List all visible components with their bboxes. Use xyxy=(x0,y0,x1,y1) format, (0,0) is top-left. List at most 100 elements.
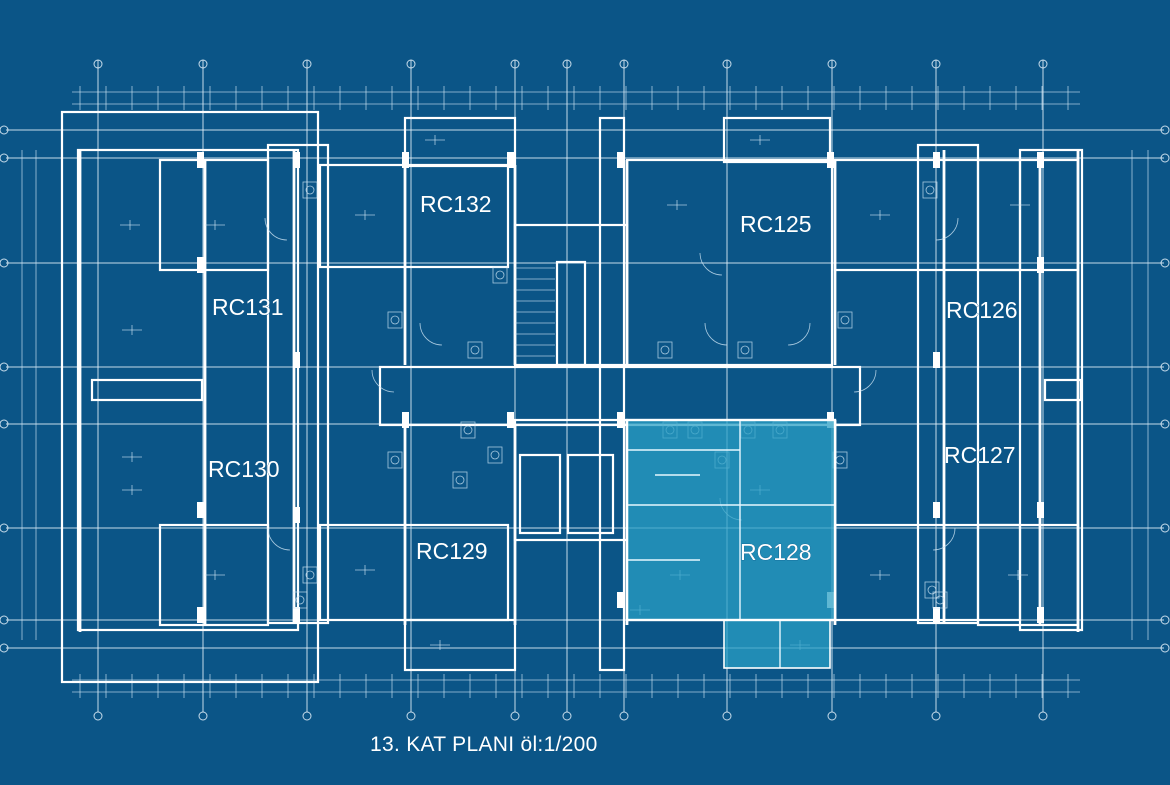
column xyxy=(933,152,940,168)
axis-bubble xyxy=(1038,711,1048,721)
fixture xyxy=(657,341,673,359)
axis-bubble xyxy=(562,59,572,69)
fixture xyxy=(305,570,315,580)
highlighted-unit-rc128-area[interactable] xyxy=(627,420,835,620)
column xyxy=(402,152,409,168)
unit-label-rc127[interactable]: RC127 xyxy=(944,442,1016,469)
column xyxy=(617,152,624,168)
fixture xyxy=(463,425,473,435)
column xyxy=(1037,502,1044,518)
axis-bubble xyxy=(0,523,9,533)
unit-label-rc130[interactable]: RC130 xyxy=(208,456,280,483)
axis-bubble xyxy=(0,258,9,268)
fixture xyxy=(387,451,403,469)
axis-bubble xyxy=(198,59,208,69)
wall xyxy=(598,116,626,672)
axis-bubble xyxy=(406,59,416,69)
wall xyxy=(513,223,629,367)
fixture xyxy=(302,181,318,199)
fixture xyxy=(302,566,318,584)
fixture xyxy=(292,591,308,609)
unit-label-rc132[interactable]: RC132 xyxy=(420,191,492,218)
axis-bubble xyxy=(198,711,208,721)
unit-label-rc129[interactable]: RC129 xyxy=(416,538,488,565)
fixture xyxy=(492,266,508,284)
wall xyxy=(403,618,517,672)
column xyxy=(1037,257,1044,273)
column xyxy=(293,352,300,368)
column xyxy=(933,502,940,518)
fixture xyxy=(452,471,468,489)
column xyxy=(402,412,409,428)
fixture xyxy=(295,595,305,605)
wall xyxy=(403,116,517,168)
fixture xyxy=(467,341,483,359)
wall xyxy=(722,116,832,164)
column xyxy=(197,502,204,518)
axis-bubble xyxy=(93,59,103,69)
door-swing xyxy=(932,527,956,551)
unit-label-rc128[interactable]: RC128 xyxy=(740,539,812,566)
door-swing xyxy=(699,252,723,276)
axis-bubble xyxy=(0,362,9,372)
column xyxy=(197,257,204,273)
axis-bubble xyxy=(0,125,9,135)
fixture xyxy=(932,591,948,609)
fixture xyxy=(455,475,465,485)
axis-bubble xyxy=(0,153,9,163)
axis-bubble xyxy=(406,711,416,721)
column xyxy=(933,607,940,623)
wall xyxy=(833,158,1022,272)
wall xyxy=(60,110,320,684)
fixture xyxy=(490,450,500,460)
wall xyxy=(916,143,980,625)
wall xyxy=(318,523,510,622)
door-swing xyxy=(371,369,395,393)
column xyxy=(507,152,514,168)
unit-label-rc125[interactable]: RC125 xyxy=(740,211,812,238)
column xyxy=(507,412,514,428)
axis-bubble xyxy=(562,711,572,721)
plan-title: 13. KAT PLANI öl:1/200 xyxy=(370,733,598,756)
axis-bubble xyxy=(619,59,629,69)
axis-bubble xyxy=(619,711,629,721)
wall xyxy=(976,158,1080,272)
axis-bubble xyxy=(1160,153,1170,163)
column xyxy=(197,607,204,623)
walls xyxy=(60,110,1084,684)
door-swing xyxy=(264,217,288,241)
axis-bubble xyxy=(1160,258,1170,268)
axis-bubble xyxy=(1160,125,1170,135)
fixture xyxy=(925,185,935,195)
axis-bubble xyxy=(931,711,941,721)
axis-bubble xyxy=(510,59,520,69)
highlighted-unit-rc128-balcony[interactable] xyxy=(724,620,830,668)
fixture xyxy=(487,446,503,464)
fixture xyxy=(922,181,938,199)
fixtures xyxy=(120,135,1030,650)
axis-bubble xyxy=(827,59,837,69)
fixture xyxy=(495,270,505,280)
fixture xyxy=(737,341,753,359)
column xyxy=(293,152,300,168)
wall xyxy=(1043,378,1083,402)
axis-bubble xyxy=(1038,59,1048,69)
door-swing xyxy=(419,322,443,346)
axis-bubble xyxy=(302,711,312,721)
door-swing xyxy=(853,369,877,393)
door-swing xyxy=(267,527,291,551)
unit-label-rc131[interactable]: RC131 xyxy=(212,294,284,321)
column xyxy=(617,592,624,608)
axis-bubble xyxy=(722,59,732,69)
shaft xyxy=(566,453,615,535)
door-swing xyxy=(704,322,728,346)
column xyxy=(933,352,940,368)
unit-label-rc126[interactable]: RC126 xyxy=(946,297,1018,324)
fixture xyxy=(740,345,750,355)
shaft xyxy=(518,453,562,535)
fixture xyxy=(460,421,476,439)
column xyxy=(617,412,624,428)
column xyxy=(1037,607,1044,623)
axis-bubble xyxy=(510,711,520,721)
door-swing xyxy=(935,217,959,241)
